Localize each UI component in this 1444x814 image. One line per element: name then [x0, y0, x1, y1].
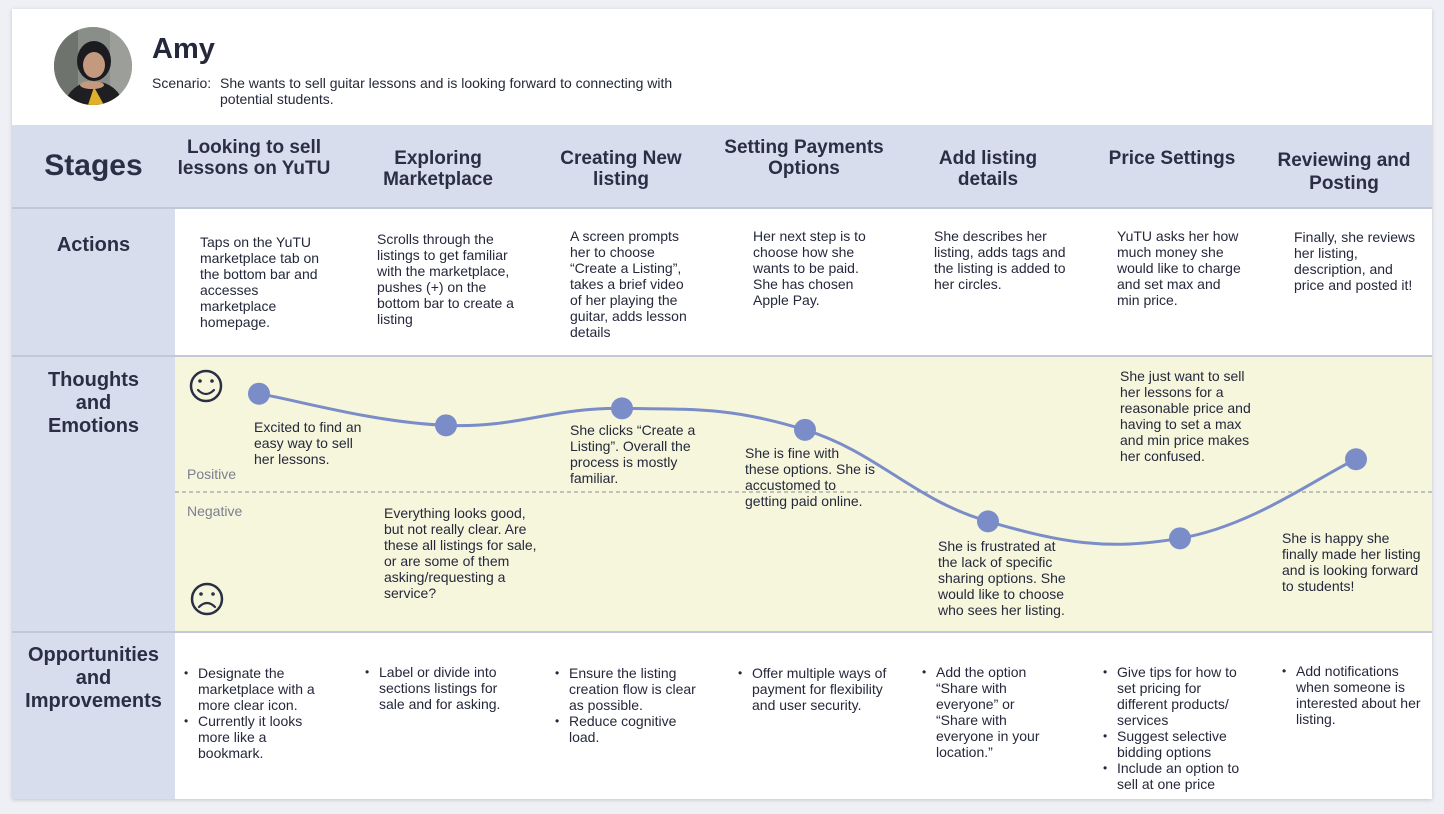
opportunity-item: Currently it looks more like a bookmark. [184, 713, 332, 761]
avatar [54, 27, 132, 105]
emotion-point-1 [248, 382, 270, 405]
action-2: Scrolls through the listings to get fami… [377, 231, 514, 327]
stages-header-band [12, 125, 1432, 208]
opportunities-1: Designate the marketplace with a more cl… [184, 665, 332, 761]
opportunity-item: Reduce cognitive load. [555, 713, 703, 745]
action-1: Taps on the YuTU marketplace tab on the … [200, 234, 320, 330]
smile-icon [189, 369, 223, 403]
journey-map: Amy Scenario: She wants to sell guitar l… [12, 9, 1432, 799]
action-3: A screen prompts her to choose “Create a… [570, 228, 687, 340]
opportunity-item: Add notifications when someone is intere… [1282, 663, 1422, 727]
opportunities-2: Label or divide into sections listings f… [365, 664, 525, 712]
opportunity-item: Include an option to sell at one price [1103, 760, 1253, 792]
thought-5: She is frustrated at the lack of specifi… [938, 538, 1066, 618]
opportunities-3: Ensure the listing creation flow is clea… [555, 665, 703, 745]
thoughts-label: Thoughts and Emotions [47, 369, 140, 437]
opportunity-item: Designate the marketplace with a more cl… [184, 665, 332, 713]
emotion-point-3 [611, 397, 633, 420]
opportunity-item: Give tips for how to set pricing for dif… [1103, 664, 1253, 728]
action-7: Finally, she reviews her listing, descri… [1294, 229, 1416, 293]
opportunities-4: Offer multiple ways of payment for flexi… [738, 665, 888, 713]
emotion-point-4 [794, 418, 816, 441]
stage-title-4: Setting Payments Options [724, 137, 884, 179]
stage-title-1: Looking to sell lessons on YuTU [177, 137, 331, 179]
scenario-text: She wants to sell guitar lessons and is … [220, 75, 673, 107]
action-5: She describes her listing, adds tags and… [934, 228, 1066, 292]
thought-2: Everything looks good, but not really cl… [384, 505, 537, 601]
scenario-label: Scenario: [152, 75, 212, 91]
stage-title-7: Reviewing and Posting [1277, 150, 1411, 194]
thought-7: She is happy she finally made her listin… [1282, 530, 1421, 594]
negative-label: Negative [187, 503, 243, 519]
action-6: YuTU asks her how much money she would l… [1117, 228, 1241, 308]
divider [12, 631, 1432, 633]
opportunities-5: Add the option “Share with everyone” or … [922, 664, 1052, 760]
thought-4: She is fine with these options. She is a… [745, 445, 875, 509]
opportunity-item: Add the option “Share with everyone” or … [922, 664, 1052, 760]
opportunity-item: Offer multiple ways of payment for flexi… [738, 665, 888, 713]
opportunity-item: Label or divide into sections listings f… [365, 664, 525, 712]
thought-3: She clicks “Create a Listing”. Overall t… [570, 422, 696, 486]
thought-6: She just want to sell her lessons for a … [1120, 368, 1251, 464]
emotion-chart [175, 369, 1432, 616]
opportunities-6: Give tips for how to set pricing for dif… [1103, 664, 1253, 792]
actions-label: Actions [56, 234, 131, 256]
stage-title-2: Exploring Marketplace [383, 148, 493, 190]
frown-icon [190, 582, 224, 616]
emotion-point-2 [435, 414, 457, 437]
divider [12, 207, 1432, 209]
row-label-column [12, 208, 175, 799]
divider [12, 355, 1432, 357]
opportunities-label: Opportunities and Improvements [25, 644, 162, 712]
opportunity-item: Suggest selective bidding options [1103, 728, 1253, 760]
emotion-point-6 [1169, 527, 1191, 550]
avatar-photo [54, 27, 132, 105]
thought-1: Excited to find an easy way to sell her … [254, 419, 362, 467]
emotion-point-5 [977, 510, 999, 533]
positive-label: Positive [187, 466, 237, 482]
stage-title-6: Price Settings [1108, 148, 1236, 169]
opportunity-item: Ensure the listing creation flow is clea… [555, 665, 703, 713]
opportunities-7: Add notifications when someone is intere… [1282, 663, 1422, 727]
action-4: Her next step is to choose how she wants… [753, 228, 866, 308]
stage-title-5: Add listing details [938, 148, 1038, 190]
emotion-band [175, 356, 1432, 632]
stages-title: Stages [44, 149, 143, 182]
persona-name: Amy [152, 33, 215, 65]
emotion-point-7 [1345, 448, 1367, 471]
stage-title-3: Creating New listing [560, 148, 682, 190]
